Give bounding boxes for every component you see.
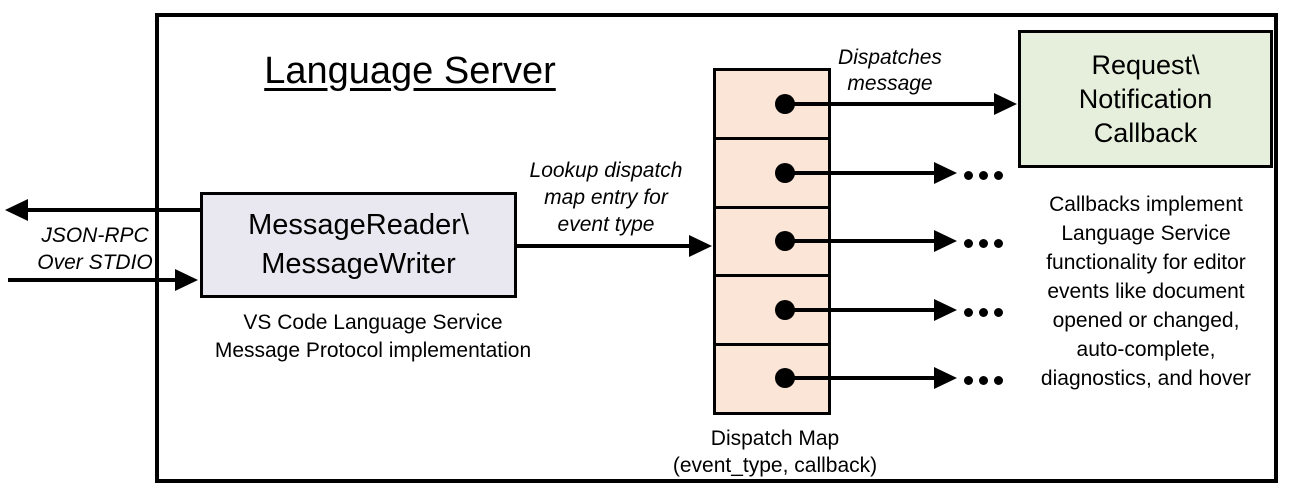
lookup-dispatch-label: Lookup dispatch map entry for event type xyxy=(529,159,683,236)
ellipsis-icon xyxy=(964,170,1003,180)
request-notification-callback-box: Request\ Notification Callback xyxy=(1018,30,1273,168)
dispatch-map-cell xyxy=(716,209,828,278)
reader-caption: VS Code Language Service Message Protoco… xyxy=(214,311,532,362)
message-reader-writer-label: MessageReader\ MessageWriter xyxy=(248,209,469,280)
request-notification-callback-label: Request\ Notification Callback xyxy=(1078,50,1213,148)
dispatch-map-box xyxy=(713,68,831,415)
ellipsis-icon xyxy=(964,375,1003,385)
dispatches-message-label: Dispatches message xyxy=(838,46,942,95)
ellipsis-icon xyxy=(964,238,1003,248)
diagram-title: Language Server xyxy=(264,50,556,92)
language-server-boundary xyxy=(155,13,1278,483)
dispatch-map-cell xyxy=(716,277,828,347)
dispatch-map-caption: Dispatch Map (event_type, callback) xyxy=(672,427,878,477)
dispatch-map-cell xyxy=(716,71,828,140)
callback-caption: Callbacks implement Language Service fun… xyxy=(1040,193,1252,390)
dispatch-map-cell xyxy=(716,346,828,412)
message-reader-writer-box: MessageReader\ MessageWriter xyxy=(200,192,517,298)
json-rpc-over-stdio-label: JSON-RPC Over STDIO xyxy=(37,224,153,274)
ellipsis-icon xyxy=(964,307,1003,317)
dispatch-map-cell xyxy=(716,140,828,209)
